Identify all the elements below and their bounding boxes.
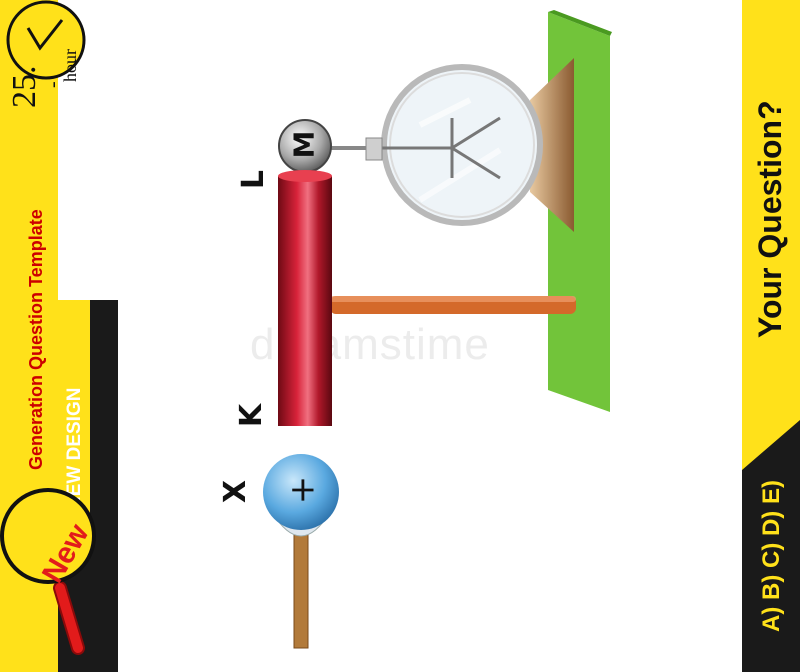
sphere-x	[263, 454, 339, 530]
clock-icon	[6, 0, 86, 80]
label-m: M	[287, 130, 321, 159]
label-k: K	[234, 403, 270, 428]
electroscope-lens	[381, 64, 543, 226]
label-x: X	[218, 479, 254, 504]
connector-clamp	[365, 137, 383, 161]
electroscope-leaf-2	[451, 146, 501, 180]
red-rod	[278, 176, 332, 426]
right-yellow-diagonal	[742, 390, 800, 470]
label-l: L	[236, 169, 272, 190]
electroscope-leaf-1	[451, 116, 501, 150]
label-plus: +	[282, 475, 323, 505]
magnifier-badge-icon	[0, 488, 96, 655]
cone-mount	[530, 58, 574, 232]
handle	[293, 529, 309, 649]
green-wall-side	[548, 10, 612, 36]
